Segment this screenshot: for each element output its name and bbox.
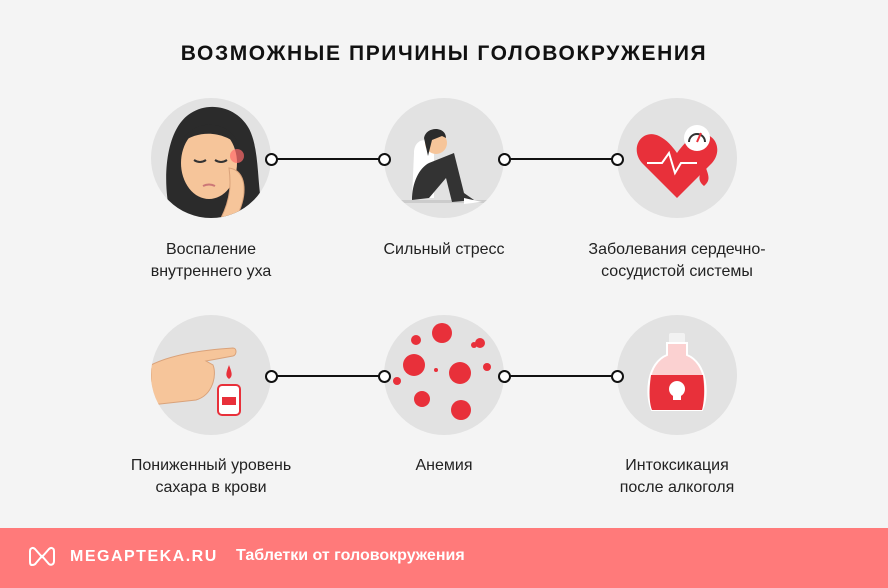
page-title: ВОЗМОЖНЫЕ ПРИЧИНЫ ГОЛОВОКРУЖЕНИЯ: [180, 42, 708, 65]
connector-node: [611, 153, 624, 166]
connector-line: [509, 375, 612, 377]
megapteka-logo-icon: [29, 546, 55, 567]
connector-line: [276, 375, 379, 377]
connector-node: [611, 370, 624, 383]
cause-label: Сильный стресс: [383, 241, 505, 258]
cause-label: Заболевания сердечно-сосудистой системы: [588, 241, 766, 280]
ear-pain-woman-icon: [151, 98, 271, 218]
heart-pressure-icon: [617, 98, 737, 218]
glucose-test-icon: [151, 315, 271, 435]
footer-link[interactable]: Таблетки от головокружения: [236, 547, 465, 564]
cause-label: Анемия: [415, 457, 473, 474]
connector-node: [378, 370, 391, 383]
connector-node: [378, 153, 391, 166]
blood-cells-icon: [384, 315, 504, 435]
connector-line: [509, 158, 612, 160]
brand-name[interactable]: MEGAPTEKA.RU: [70, 548, 218, 565]
connector-line: [276, 158, 379, 160]
poison-bottle-icon: [617, 315, 737, 435]
footer: MEGAPTEKA.RU Таблетки от головокружения: [0, 528, 888, 588]
stressed-person-icon: [384, 98, 504, 218]
